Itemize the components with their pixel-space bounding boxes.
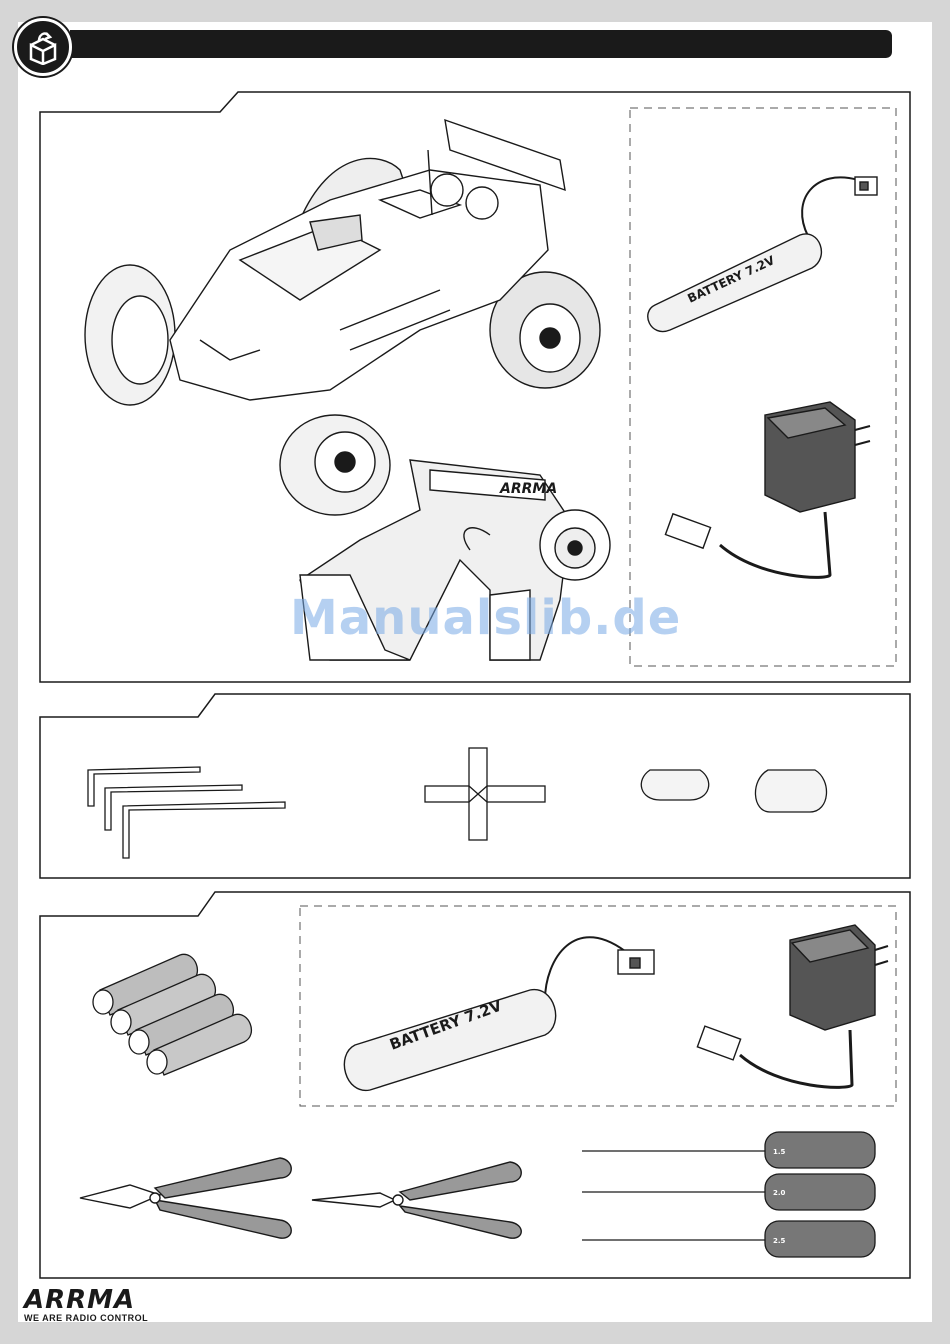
hex-driver-size-label: 2.5	[773, 1237, 786, 1245]
hex-driver-size-label: 1.5	[773, 1148, 786, 1156]
watermark-text: Manualslib.de	[290, 590, 670, 646]
arrma-logo: ARRMA WE ARE RADIO CONTROL	[24, 1285, 164, 1333]
logo-brand: ARRMA	[24, 1285, 164, 1315]
transmitter-brand-label: ARRMA	[499, 481, 557, 497]
hex-driver-size-label: 2.0	[773, 1189, 786, 1197]
logo-tagline: WE ARE RADIO CONTROL	[24, 1313, 164, 1323]
